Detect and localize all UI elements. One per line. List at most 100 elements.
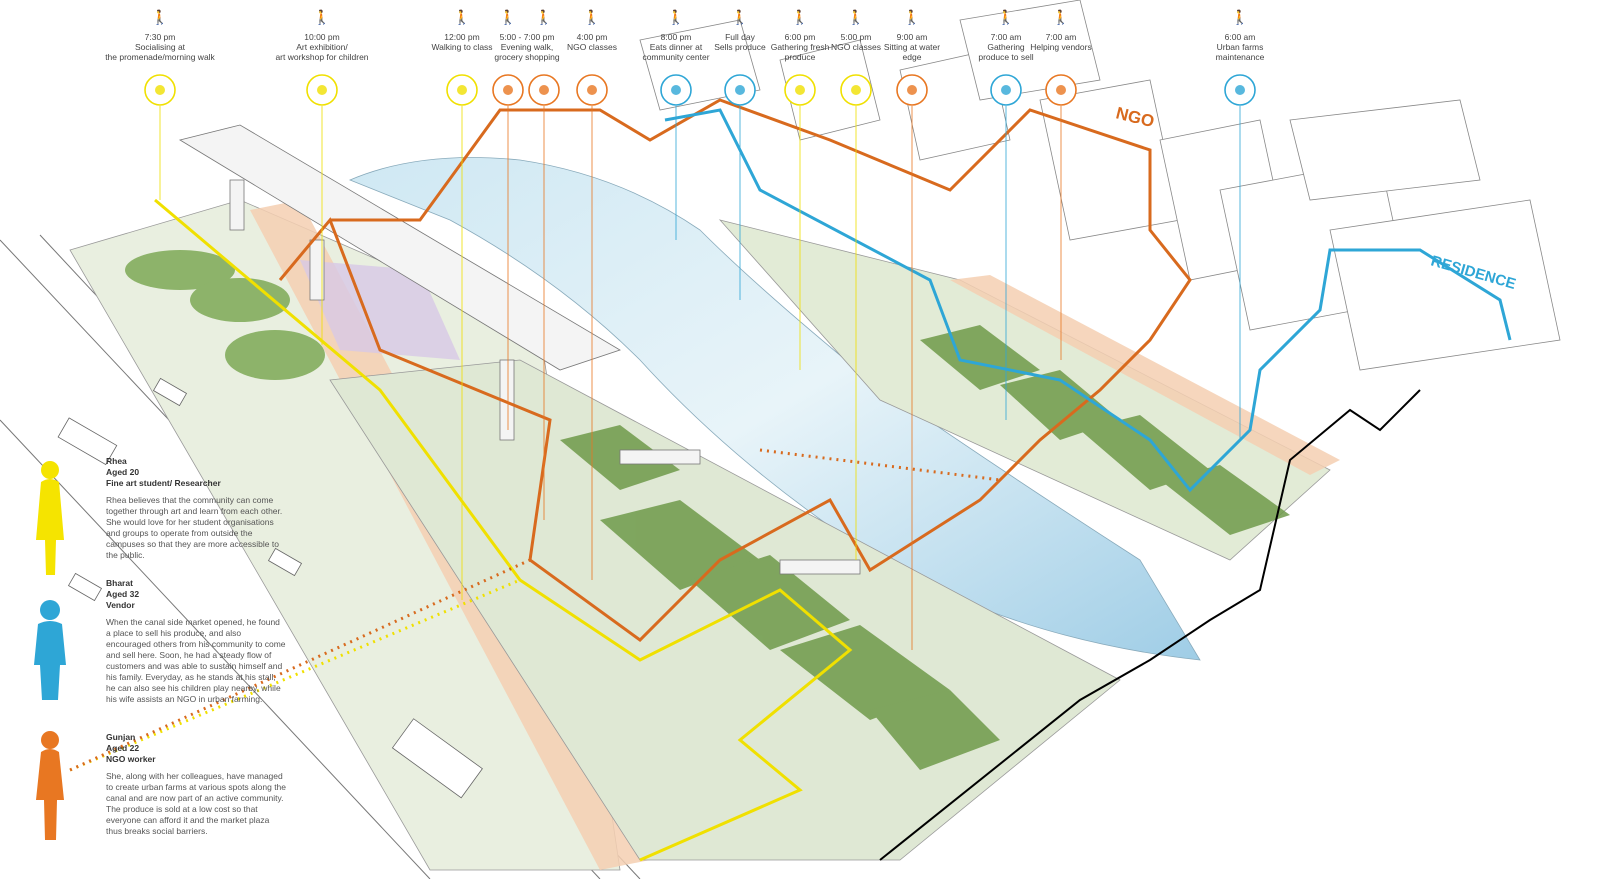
persona-figures	[34, 461, 66, 840]
persona-age: Aged 20	[106, 467, 140, 477]
farm-maintenance-icon-glyph	[1235, 85, 1245, 95]
walking-icon-glyph	[457, 85, 467, 95]
person-marker-icon: 🚶	[1231, 9, 1248, 26]
cart-icon-glyph	[1001, 85, 1011, 95]
persona-name: Bharat	[106, 578, 133, 588]
section-cut	[879, 389, 1421, 861]
activity-description: maintenance	[1216, 52, 1265, 62]
bharat-figure	[34, 600, 66, 700]
persona-bio: When the canal side market opened, he fo…	[106, 617, 286, 704]
lawn-1	[125, 250, 235, 290]
person-marker-icon: 🚶	[731, 9, 748, 26]
activity-time: 7:00 am	[1046, 32, 1077, 42]
activity-description: NGO classes	[567, 42, 617, 52]
activity-description: grocery shopping	[494, 52, 559, 62]
activity-description: Socialising at	[135, 42, 186, 52]
persona-bio: Rhea believes that the community can com…	[106, 495, 283, 560]
activity-time: 12:00 pm	[444, 32, 479, 42]
activity-description: Art exhibition/	[296, 42, 348, 52]
activity-description: art workshop for children	[275, 52, 368, 62]
activity-time: 6:00 am	[1225, 32, 1256, 42]
person-marker-icon: 🚶	[583, 9, 600, 26]
car-right	[267, 547, 303, 577]
activity-time: 10:00 pm	[304, 32, 339, 42]
activity-description: produce	[785, 52, 816, 62]
lawn-2	[190, 278, 290, 322]
person-marker-icon: 🚶	[151, 9, 168, 26]
persona-name: Gunjan	[106, 732, 136, 742]
person-marker-icon: 🚶	[499, 9, 516, 26]
activity-description: Walking to class	[431, 42, 492, 52]
gunjan-figure	[36, 731, 64, 840]
ngo-class-icon-glyph	[587, 85, 597, 95]
person-marker-icon: 🚶	[453, 9, 470, 26]
helping-icon-glyph	[1056, 85, 1066, 95]
activity-time: 7:00 am	[991, 32, 1022, 42]
activity-time: 6:00 pm	[785, 32, 816, 42]
water-edge-icon-glyph	[907, 85, 917, 95]
activity-time: 5:00 - 7:00 pm	[500, 32, 555, 42]
person-marker-icon: 🚶	[667, 9, 684, 26]
car-left	[152, 377, 188, 407]
bus-left	[57, 417, 118, 466]
person-marker-icon: 🚶	[997, 9, 1014, 26]
activity-description: Gathering	[987, 42, 1025, 52]
shopping-walk-icon-glyph	[539, 85, 549, 95]
persona-bio: She, along with her colleagues, have man…	[106, 771, 287, 836]
class-icon-glyph	[851, 85, 861, 95]
yellow-dotted-route	[69, 578, 521, 772]
person-marker-icon: 🚶	[847, 9, 864, 26]
activity-time: 9:00 am	[897, 32, 928, 42]
activity-description: Urban farms	[1217, 42, 1264, 52]
person-marker-icon: 🚶	[535, 9, 552, 26]
lawn-3	[225, 330, 325, 380]
persona-name: Rhea	[106, 456, 127, 466]
activity-time: 8:00 pm	[661, 32, 692, 42]
person-marker-icon: 🚶	[791, 9, 808, 26]
walk-steps-icon-glyph	[155, 85, 165, 95]
activity-description: Eats dinner at	[650, 42, 703, 52]
metro-bridge	[178, 124, 861, 575]
activity-description: edge	[903, 52, 922, 62]
persona-rhea: Rhea Aged 20 Fine art student/ Researche…	[106, 456, 286, 561]
persona-gunjan: Gunjan Aged 22 NGO worker She, along wit…	[106, 732, 286, 837]
person-marker-icon: 🚶	[1052, 9, 1069, 26]
yellow-route	[154, 198, 853, 862]
bus-bottom	[391, 718, 483, 799]
persona-age: Aged 32	[106, 589, 140, 599]
shopping-walk-icon-glyph	[503, 85, 513, 95]
produce-icon-glyph	[795, 85, 805, 95]
persona-bharat: Bharat Aged 32 Vendor When the canal sid…	[106, 578, 286, 705]
activity-description: community center	[642, 52, 709, 62]
person-marker-icon: 🚶	[903, 9, 920, 26]
dinner-icon-glyph	[671, 85, 681, 95]
activity-description: NGO classes	[831, 42, 881, 52]
activity-time: 4:00 pm	[577, 32, 608, 42]
activity-description: Gathering fresh	[771, 42, 830, 52]
blue-route	[664, 108, 1512, 493]
persona-role: Fine art student/ Researcher	[106, 478, 221, 488]
activity-time: 7:30 pm	[145, 32, 176, 42]
activity-description: Helping vendors	[1030, 42, 1091, 52]
activity-description: Sells produce	[714, 42, 766, 52]
activity-time: 5:00 pm	[841, 32, 872, 42]
persona-role: Vendor	[106, 600, 135, 610]
market-stall-icon-glyph	[735, 85, 745, 95]
orange-dotted-route	[69, 448, 1001, 772]
right-promenade	[950, 275, 1340, 475]
person-marker-icon: 🚶	[313, 9, 330, 26]
canal-water	[348, 157, 1201, 661]
persona-role: NGO worker	[106, 754, 156, 764]
activity-time: Full day	[725, 32, 756, 42]
activity-description: Sitting at water	[884, 42, 940, 52]
persona-age: Aged 22	[106, 743, 140, 753]
car-middle	[67, 572, 103, 602]
right-farm-plots	[920, 325, 1290, 535]
activity-description: Evening walk,	[501, 42, 553, 52]
rhea-figure	[36, 461, 64, 575]
activity-description: the promenade/morning walk	[105, 52, 215, 62]
art-workshop-icon-glyph	[317, 85, 327, 95]
vehicles	[57, 377, 483, 799]
